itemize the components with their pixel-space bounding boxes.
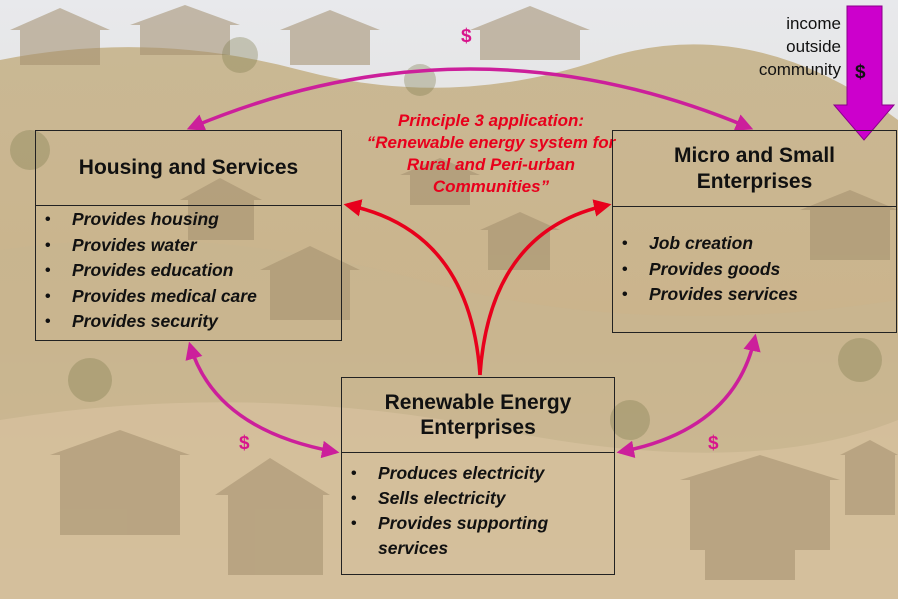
- list-item: Provides supporting services: [342, 511, 614, 561]
- principle-arrow-right: [478, 199, 612, 376]
- income-dollar-symbol: $: [855, 62, 866, 83]
- flow-dollar-left: $: [239, 433, 250, 454]
- list-item: Job creation: [613, 231, 896, 257]
- list-item: Provides security: [36, 309, 341, 335]
- flow-arrow-housing-micro: [186, 67, 754, 131]
- list-item: Provides services: [613, 282, 896, 308]
- flow-arrow-housing-renewable: [185, 341, 340, 459]
- principle-caption: Principle 3 application: “Renewable ener…: [366, 111, 616, 196]
- housing-services-box: Housing and Services Provides housing Pr…: [35, 130, 342, 341]
- income-label: income outside community: [758, 14, 841, 79]
- housing-services-list: Provides housing Provides water Provides…: [36, 207, 341, 335]
- micro-enterprises-box: Micro and Small Enterprises Job creation…: [612, 130, 897, 333]
- housing-services-title: Housing and Services: [36, 131, 341, 206]
- flow-dollar-right: $: [708, 433, 719, 454]
- principle-arrow-left: [343, 199, 482, 376]
- list-item: Provides education: [36, 258, 341, 284]
- flow-dollar-top: $: [461, 26, 472, 47]
- renewable-energy-list: Produces electricity Sells electricity P…: [342, 461, 614, 561]
- micro-enterprises-list: Job creation Provides goods Provides ser…: [613, 231, 896, 308]
- list-item: Provides goods: [613, 257, 896, 283]
- list-item: Sells electricity: [342, 486, 614, 511]
- list-item: Provides medical care: [36, 284, 341, 310]
- list-item: Provides water: [36, 233, 341, 259]
- renewable-energy-title: Renewable Energy Enterprises: [342, 378, 614, 453]
- micro-enterprises-title: Micro and Small Enterprises: [613, 131, 896, 207]
- list-item: Produces electricity: [342, 461, 614, 486]
- flow-arrow-micro-renewable: [616, 333, 761, 458]
- income-arrow: [832, 5, 896, 141]
- list-item: Provides housing: [36, 207, 341, 233]
- renewable-energy-box: Renewable Energy Enterprises Produces el…: [341, 377, 615, 575]
